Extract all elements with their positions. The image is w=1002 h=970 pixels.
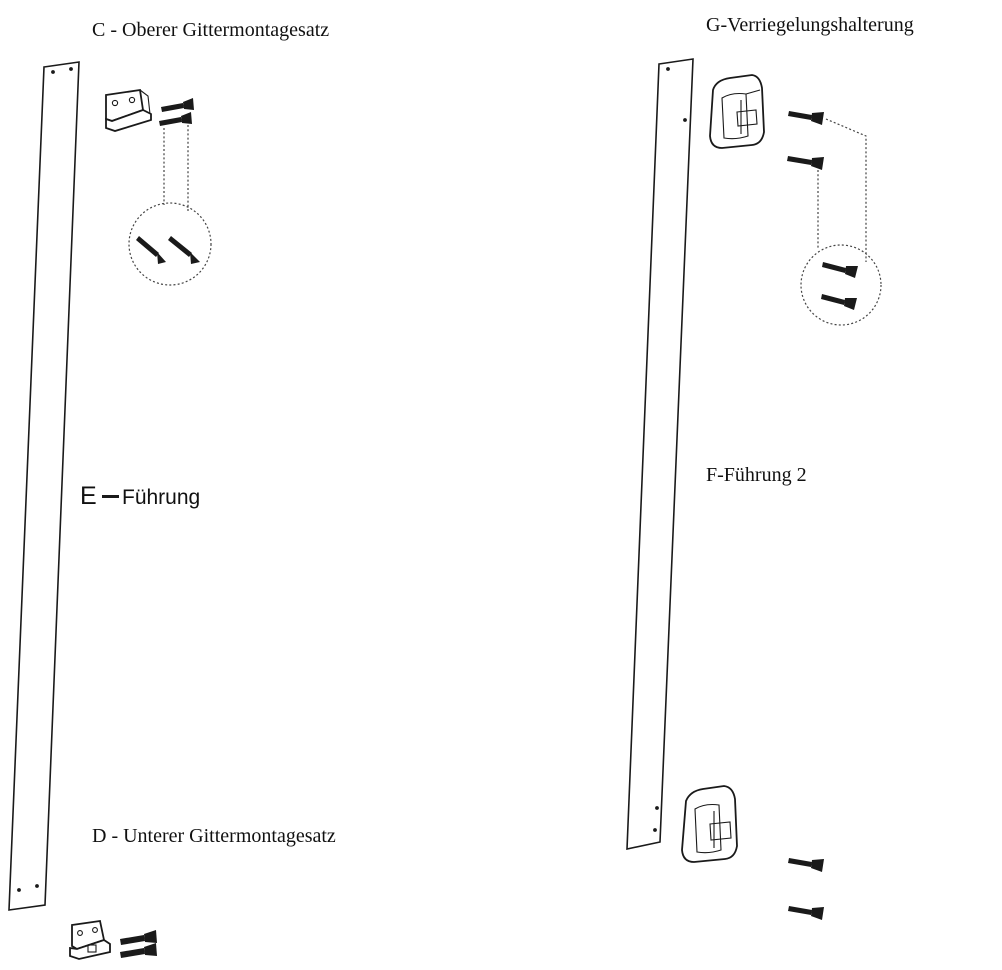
rail-f [626, 58, 694, 850]
label-part-e-letter: E [80, 482, 97, 510]
leader-line [825, 118, 867, 262]
upper-bracket-c [105, 88, 152, 132]
latch-holder-g-upper [709, 74, 765, 149]
label-part-d: D - Unterer Gittermontagesatz [92, 825, 336, 847]
screw-icon [788, 858, 824, 872]
screw-icon [787, 156, 824, 170]
screw-icon [159, 112, 192, 126]
label-part-c: C - Oberer Gittermontagesatz [92, 19, 329, 41]
label-part-g: G-Verriegelungshalterung [706, 14, 914, 36]
label-part-e-name: Führung [122, 486, 200, 509]
screw-icon [788, 906, 824, 920]
latch-holder-g-lower [681, 785, 738, 863]
label-part-f: F-Führung 2 [706, 464, 807, 486]
screw-icon [120, 943, 157, 958]
detail-circle-g [800, 244, 882, 326]
screw-icon [161, 98, 194, 112]
detail-circle-c [128, 202, 212, 286]
label-part-e-dash [102, 495, 119, 498]
lower-bracket-d [69, 919, 111, 960]
rail-e [8, 61, 80, 911]
screw-icon [120, 930, 157, 945]
screw-icon [788, 111, 824, 125]
